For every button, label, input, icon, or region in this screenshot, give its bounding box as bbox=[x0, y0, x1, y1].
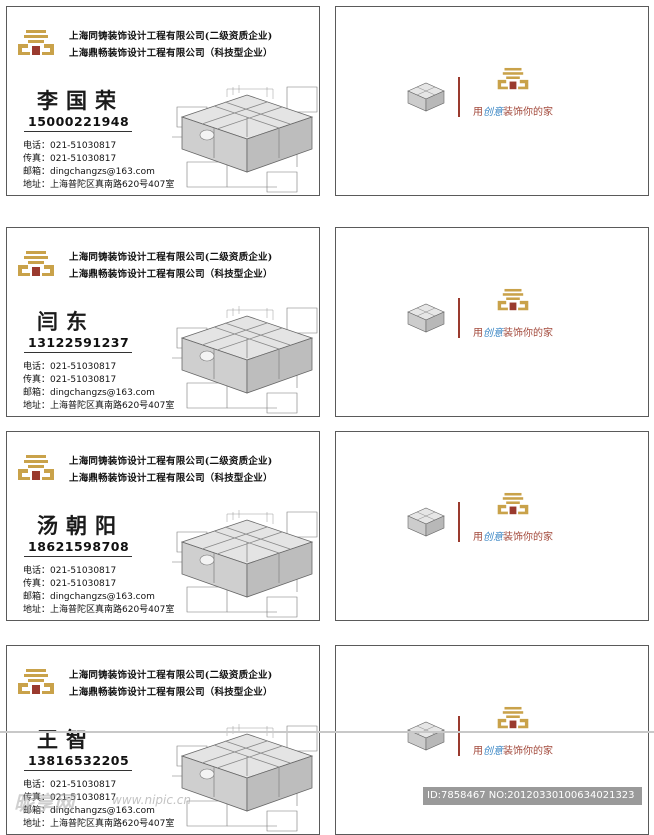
watermark-url: www.nipic.cn bbox=[112, 793, 191, 807]
company-logo-icon bbox=[497, 706, 529, 729]
email-line: 邮箱：dingchangzs@163.com bbox=[23, 388, 155, 398]
house-model-thumbnail-icon bbox=[407, 721, 445, 751]
address-line: 地址：上海普陀区真南路620号407室 bbox=[23, 605, 175, 615]
mobile-number: 13816532205 bbox=[28, 753, 130, 768]
phone-underline bbox=[24, 770, 132, 771]
slogan-part-2: 装饰你的家 bbox=[503, 746, 553, 757]
address-line: 地址：上海普陀区真南路620号407室 bbox=[23, 180, 175, 190]
business-card-back[interactable]: 用创意装饰你的家 bbox=[335, 6, 649, 196]
slogan-part-1: 用 bbox=[473, 328, 483, 339]
vertical-divider bbox=[458, 77, 460, 117]
person-name: 汤朝阳 bbox=[37, 513, 124, 538]
business-card-front[interactable]: 上海同铸装饰设计工程有限公司(二级资质企业) 上海鼎畅装饰设计工程有限公司（科技… bbox=[6, 645, 320, 835]
slogan: 用创意装饰你的家 bbox=[473, 324, 553, 339]
tel-line: 电话：021-51030817 bbox=[23, 362, 117, 372]
fax-line: 传真：021-51030817 bbox=[23, 579, 117, 589]
slogan-highlight: 创意 bbox=[483, 532, 503, 543]
house-model-image bbox=[172, 510, 318, 618]
business-card-back[interactable]: 用创意装饰你的家 bbox=[335, 227, 649, 417]
company-logo-icon bbox=[497, 67, 529, 90]
slogan-part-1: 用 bbox=[473, 532, 483, 543]
slogan-part-1: 用 bbox=[473, 107, 483, 118]
address-line: 地址：上海普陀区真南路620号407室 bbox=[23, 401, 175, 411]
tel-line: 电话：021-51030817 bbox=[23, 780, 117, 790]
house-model-thumbnail-icon bbox=[407, 82, 445, 112]
slogan-highlight: 创意 bbox=[483, 107, 503, 118]
email-line: 邮箱：dingchangzs@163.com bbox=[23, 167, 155, 177]
slogan: 用创意装饰你的家 bbox=[473, 742, 553, 757]
company-name-2: 上海鼎畅装饰设计工程有限公司（科技型企业） bbox=[69, 48, 273, 59]
company-logo-icon bbox=[18, 669, 54, 694]
company-logo-icon bbox=[18, 455, 54, 480]
company-name-2: 上海鼎畅装饰设计工程有限公司（科技型企业） bbox=[69, 687, 273, 698]
address-line: 地址：上海普陀区真南路620号407室 bbox=[23, 819, 175, 829]
person-name: 李国荣 bbox=[37, 88, 124, 113]
company-name-2: 上海鼎畅装饰设计工程有限公司（科技型企业） bbox=[69, 269, 273, 280]
company-name-1: 上海同铸装饰设计工程有限公司(二级资质企业) bbox=[69, 31, 273, 42]
company-logo-icon bbox=[18, 30, 54, 55]
tel-line: 电话：021-51030817 bbox=[23, 141, 117, 151]
business-card-front[interactable]: 上海同铸装饰设计工程有限公司(二级资质企业) 上海鼎畅装饰设计工程有限公司（科技… bbox=[6, 227, 320, 417]
house-model-image bbox=[172, 724, 318, 832]
company-name-2: 上海鼎畅装饰设计工程有限公司（科技型企业） bbox=[69, 473, 273, 484]
person-name: 闫东 bbox=[37, 309, 95, 334]
phone-underline bbox=[24, 352, 132, 353]
email-line: 邮箱：dingchangzs@163.com bbox=[23, 806, 155, 816]
fax-line: 传真：021-51030817 bbox=[23, 154, 117, 164]
company-name-1: 上海同铸装饰设计工程有限公司(二级资质企业) bbox=[69, 456, 273, 467]
person-name: 王智 bbox=[37, 727, 95, 752]
business-card-front[interactable]: 上海同铸装饰设计工程有限公司(二级资质企业) 上海鼎畅装饰设计工程有限公司（科技… bbox=[6, 6, 320, 196]
fax-line: 传真：021-51030817 bbox=[23, 375, 117, 385]
phone-underline bbox=[24, 131, 132, 132]
fax-line: 传真：021-51030817 bbox=[23, 793, 117, 803]
slogan-part-2: 装饰你的家 bbox=[503, 532, 553, 543]
slogan-highlight: 创意 bbox=[483, 746, 503, 757]
company-logo-icon bbox=[497, 288, 529, 311]
house-model-image bbox=[172, 306, 318, 414]
house-model-thumbnail-icon bbox=[407, 507, 445, 537]
email-line: 邮箱：dingchangzs@163.com bbox=[23, 592, 155, 602]
watermark-divider bbox=[0, 731, 654, 733]
vertical-divider bbox=[458, 502, 460, 542]
vertical-divider bbox=[458, 298, 460, 338]
slogan-part-1: 用 bbox=[473, 746, 483, 757]
slogan-part-2: 装饰你的家 bbox=[503, 107, 553, 118]
company-name-1: 上海同铸装饰设计工程有限公司(二级资质企业) bbox=[69, 252, 273, 263]
business-card-back[interactable]: 用创意装饰你的家 bbox=[335, 431, 649, 621]
slogan: 用创意装饰你的家 bbox=[473, 528, 553, 543]
watermark-brand: 昵享网 bbox=[14, 791, 74, 815]
company-logo-icon bbox=[497, 492, 529, 515]
image-id-bar: ID:7858467 NO:20120330100634021323 bbox=[423, 787, 642, 805]
business-card-front[interactable]: 上海同铸装饰设计工程有限公司(二级资质企业) 上海鼎畅装饰设计工程有限公司（科技… bbox=[6, 431, 320, 621]
company-name-1: 上海同铸装饰设计工程有限公司(二级资质企业) bbox=[69, 670, 273, 681]
house-model-image bbox=[172, 85, 318, 193]
vertical-divider bbox=[458, 716, 460, 756]
mobile-number: 13122591237 bbox=[28, 335, 130, 350]
mobile-number: 15000221948 bbox=[28, 114, 130, 129]
tel-line: 电话：021-51030817 bbox=[23, 566, 117, 576]
phone-underline bbox=[24, 556, 132, 557]
slogan-highlight: 创意 bbox=[483, 328, 503, 339]
business-card-back[interactable]: 用创意装饰你的家 bbox=[335, 645, 649, 835]
mobile-number: 18621598708 bbox=[28, 539, 130, 554]
house-model-thumbnail-icon bbox=[407, 303, 445, 333]
company-logo-icon bbox=[18, 251, 54, 276]
slogan-part-2: 装饰你的家 bbox=[503, 328, 553, 339]
slogan: 用创意装饰你的家 bbox=[473, 103, 553, 118]
